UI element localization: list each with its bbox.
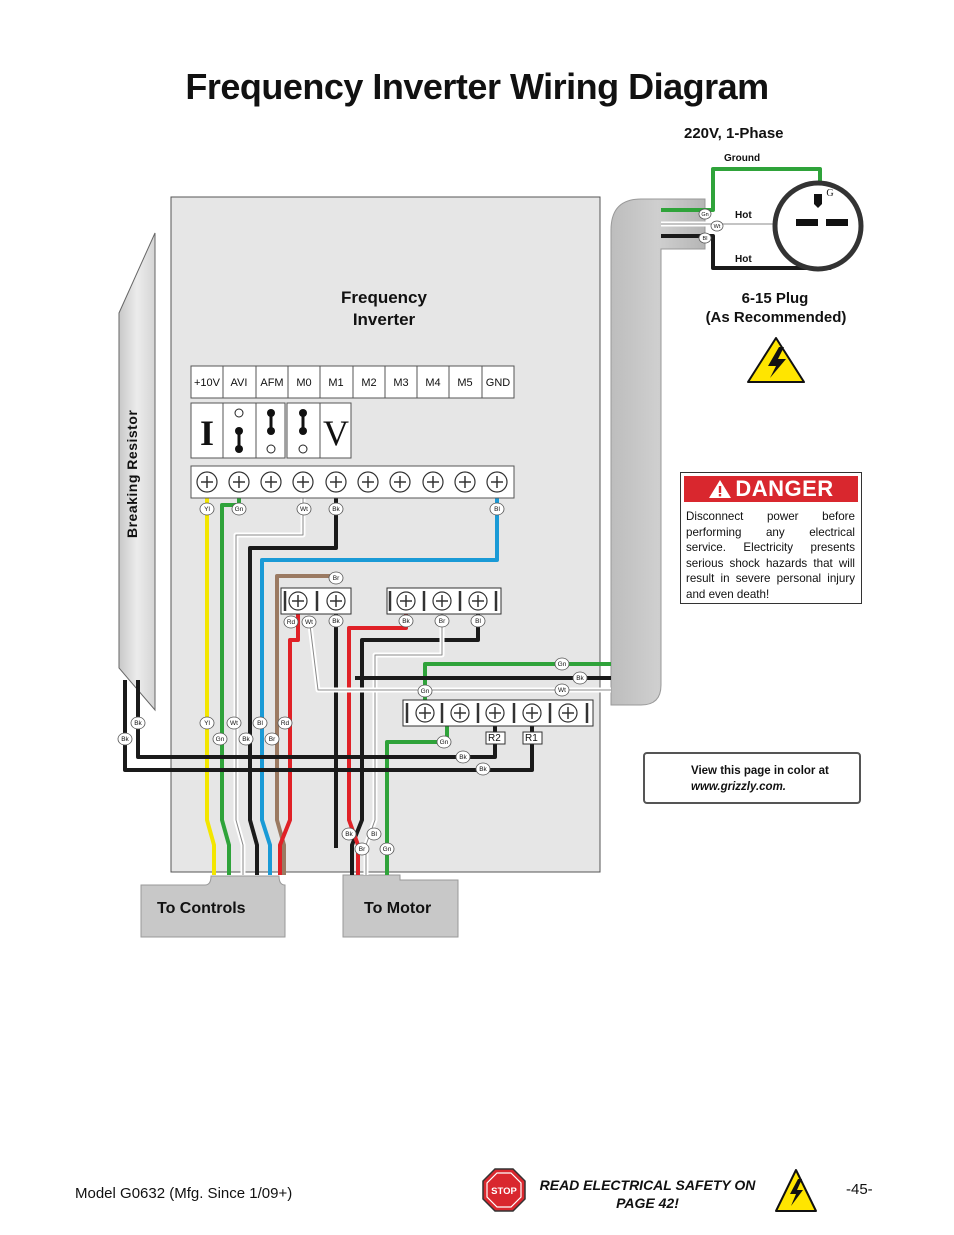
power-conduit [610, 198, 706, 706]
controls-conduit [140, 875, 286, 938]
warning-triangle-icon [747, 337, 805, 383]
svg-text:Rd: Rd [287, 619, 296, 626]
svg-text:Bl: Bl [371, 831, 377, 838]
svg-text:Bk: Bk [332, 506, 340, 513]
svg-text:Bk: Bk [459, 754, 467, 761]
svg-text:AVI: AVI [231, 377, 248, 389]
breaking-resistor-label: Breaking Resistor [124, 410, 140, 538]
wire-tag-bubbles [117, 208, 724, 856]
svg-text:Gn: Gn [235, 506, 244, 513]
svg-text:M1: M1 [328, 377, 343, 389]
plug-note-label: (As Recommended) [706, 309, 847, 326]
page-number: -45- [846, 1181, 873, 1198]
svg-text:M2: M2 [361, 377, 376, 389]
svg-text:Bk: Bk [134, 720, 142, 727]
svg-text:Gn: Gn [383, 846, 392, 853]
svg-text:Gn: Gn [216, 736, 225, 743]
to-controls-label: To Controls [157, 900, 246, 917]
svg-text:Bk: Bk [345, 831, 353, 838]
svg-text:Bk: Bk [121, 736, 129, 743]
svg-text:Bl: Bl [494, 506, 500, 513]
r-label-boxes [485, 731, 543, 745]
r2-label: R2 [488, 733, 501, 744]
svg-text:Rd: Rd [281, 720, 290, 727]
svg-text:Bl: Bl [475, 618, 481, 625]
svg-text:Wt: Wt [305, 619, 313, 626]
svg-text:Bk: Bk [402, 618, 410, 625]
svg-text:Wt: Wt [714, 224, 721, 230]
svg-text:Bk: Bk [332, 618, 340, 625]
plug-type-label: 6-15 Plug [742, 290, 809, 307]
footer-model: Model G0632 (Mfg. Since 1/09+) [75, 1185, 293, 1202]
footer-safety-note: READ ELECTRICAL SAFETY ON PAGE 42! [539, 1177, 756, 1211]
footer-warning-icon [775, 1169, 817, 1212]
hot-label-1: Hot [735, 210, 752, 221]
svg-text:Gn: Gn [421, 688, 430, 695]
svg-text:Br: Br [359, 846, 366, 853]
danger-heading: DANGER [684, 476, 858, 502]
svg-text:Bl: Bl [703, 236, 708, 242]
svg-text:Br: Br [269, 736, 276, 743]
switch-block [190, 402, 352, 459]
svg-text:M5: M5 [457, 377, 472, 389]
svg-text:GND: GND [486, 377, 511, 389]
svg-text:+10V: +10V [194, 377, 221, 389]
terminal-labels: +10V AVI AFM M0 M1 M2 M3 M4 M5 GND [194, 377, 510, 389]
svg-text:Gn: Gn [558, 661, 567, 668]
to-motor-label: To Motor [364, 900, 431, 917]
svg-text:M0: M0 [296, 377, 311, 389]
terminal-label-strip [190, 365, 515, 399]
color-note-box: View this page in color at www.grizzly.c… [643, 752, 861, 804]
svg-text:Gn: Gn [440, 739, 449, 746]
svg-text:Bl: Bl [257, 720, 263, 727]
svg-text:Br: Br [333, 575, 340, 582]
power-supply-label: 220V, 1-Phase [684, 125, 784, 142]
svg-text:Wt: Wt [230, 720, 238, 727]
inverter-title-2: Inverter [353, 310, 416, 329]
stop-sign-icon [482, 1168, 526, 1212]
color-note-line1: View this page in color at [691, 765, 829, 777]
stop-sign-text: STOP [491, 1186, 517, 1197]
main-terminal-block [190, 465, 515, 499]
plug-face [772, 180, 864, 272]
svg-text:Bk: Bk [479, 766, 487, 773]
svg-text:Gn: Gn [701, 212, 708, 218]
inverter-title-1: Frequency [341, 288, 428, 307]
danger-warning-box: DANGER Disconnect power before performin… [680, 472, 862, 604]
plug-ground-letter: G [826, 188, 833, 199]
svg-text:M4: M4 [425, 377, 440, 389]
svg-text:AFM: AFM [260, 377, 283, 389]
svg-text:Yl: Yl [204, 720, 210, 727]
svg-text:M3: M3 [393, 377, 408, 389]
page-title: Frequency Inverter Wiring Diagram [185, 66, 769, 107]
danger-text: Disconnect power before performing any e… [686, 510, 855, 601]
svg-text:Wt: Wt [558, 687, 566, 694]
svg-text:Yl: Yl [204, 506, 210, 513]
breaking-resistor [118, 232, 156, 712]
danger-alert-icon [709, 480, 732, 498]
voltage-mode-label: V [323, 413, 349, 453]
hot-label-2: Hot [735, 254, 752, 265]
motor-conduit [342, 874, 459, 938]
r1-label: R1 [525, 733, 538, 744]
wire-tag-labels: Yl Gn Wt Bk Bl Br Rd Wt Bk Bk Br Bl Gn B… [121, 212, 721, 853]
middle-terminals [280, 587, 594, 727]
svg-text:Bk: Bk [576, 675, 584, 682]
svg-text:Wt: Wt [300, 506, 308, 513]
current-mode-label: I [200, 413, 214, 453]
ground-label: Ground [724, 153, 760, 164]
svg-text:Br: Br [439, 618, 446, 625]
svg-text:Bk: Bk [242, 736, 250, 743]
color-note-url: www.grizzly.com. [691, 781, 786, 793]
